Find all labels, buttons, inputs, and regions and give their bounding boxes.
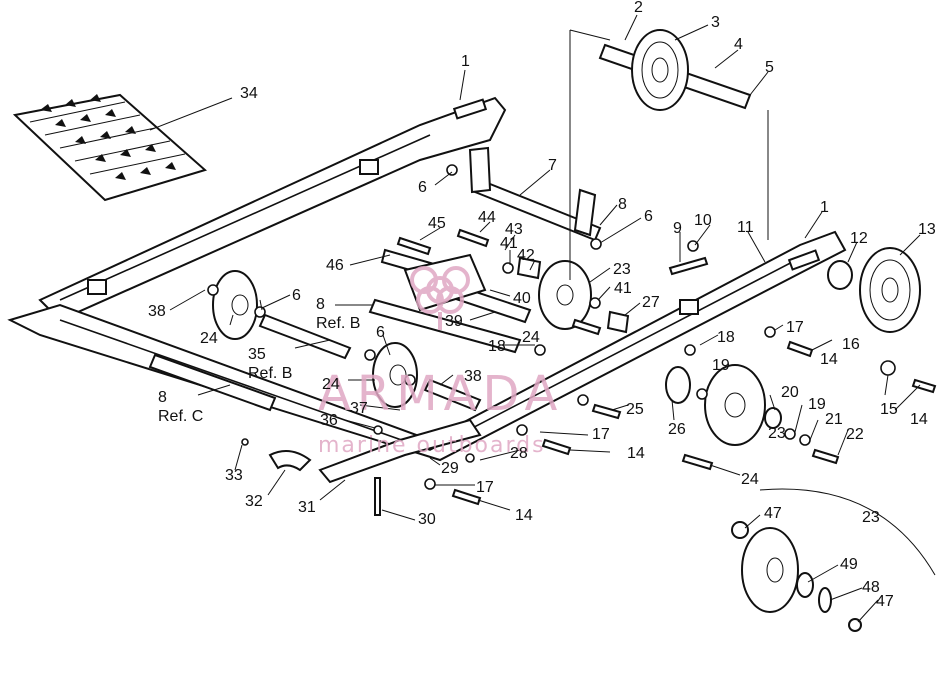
callout-label: 17 [786, 319, 804, 336]
callout-label: 11 [737, 219, 754, 236]
rear-rail-illustration [38, 96, 507, 322]
callout-label: 34 [240, 85, 258, 102]
callout-label: 42 [517, 247, 535, 264]
callout-label: Ref. B [248, 365, 292, 382]
fasteners-illustration [207, 164, 937, 516]
callout-label: 10 [694, 212, 712, 229]
callout-label: 23 [613, 261, 631, 278]
callout-label: 19 [712, 357, 730, 374]
callout-label: 24 [322, 376, 340, 393]
callout-label: 16 [842, 336, 860, 353]
callout-label: 19 [808, 396, 826, 413]
callout-label: 41 [614, 280, 632, 297]
callout-label: 6 [376, 324, 385, 341]
callout-label: 24 [522, 329, 540, 346]
callout-label: 44 [478, 209, 496, 226]
callout-label: 12 [850, 230, 868, 247]
callout-label: 6 [644, 208, 653, 225]
callout-label: 39 [445, 313, 463, 330]
callout-label: 8 [316, 296, 325, 313]
callout-label: 3 [711, 14, 720, 31]
callout-label: 45 [428, 215, 446, 232]
watermark: ARMADA marine outboards [318, 266, 563, 458]
callout-label: 17 [592, 426, 610, 443]
callout-label: 14 [820, 351, 838, 368]
callout-labels: 1 2 3 4 5 34 7 6 8 6 1 13 12 11 10 9 45 … [148, 0, 936, 610]
callout-label: 33 [225, 467, 243, 484]
callout-label: 1 [820, 199, 829, 216]
callout-label: 6 [418, 179, 427, 196]
callout-label: 32 [245, 493, 263, 510]
flower-logo-icon [410, 266, 470, 330]
callout-label: 38 [148, 303, 166, 320]
callout-label: Ref. B [316, 315, 360, 332]
watermark-brand: ARMADA [318, 366, 563, 422]
callout-label: 14 [627, 445, 645, 462]
callout-label: 23 [768, 425, 786, 442]
callout-label: 31 [298, 499, 316, 516]
callout-label: 24 [741, 471, 759, 488]
callout-label: 7 [548, 157, 557, 174]
callout-label: 9 [673, 220, 682, 237]
leader-lines [149, 14, 936, 623]
callout-label: 30 [418, 511, 436, 528]
callout-label: 23 [862, 509, 880, 526]
callout-label: 41 [500, 235, 518, 252]
callout-label: 47 [876, 593, 894, 610]
callout-label: 43 [505, 221, 523, 238]
callout-label: 27 [642, 294, 660, 311]
callout-label: 22 [846, 426, 864, 443]
callout-label: 8 [618, 196, 627, 213]
callout-label: 14 [515, 507, 533, 524]
callout-label: 38 [464, 368, 482, 385]
callout-label: 20 [781, 384, 799, 401]
callout-label: 6 [292, 287, 301, 304]
callout-label: 40 [513, 290, 531, 307]
callout-label: 5 [765, 59, 774, 76]
callout-label: Ref. C [158, 408, 203, 425]
callout-label: 14 [910, 411, 928, 428]
callout-label: 18 [717, 329, 735, 346]
callout-label: 15 [880, 401, 898, 418]
callout-label: 8 [158, 389, 167, 406]
callout-label: 24 [200, 330, 218, 347]
callout-label: 13 [918, 221, 936, 238]
callout-label: 47 [764, 505, 782, 522]
watermark-tagline: marine outboards [318, 433, 546, 458]
callout-label: 48 [862, 579, 880, 596]
callout-label: 36 [320, 412, 338, 429]
callout-label: 21 [825, 411, 843, 428]
callout-label: 2 [634, 0, 643, 16]
callout-label: 46 [326, 257, 344, 274]
callout-label: 49 [840, 556, 858, 573]
callout-label: 26 [668, 421, 686, 438]
idler-wheels-illustration [212, 29, 921, 632]
track-section-illustration [12, 93, 208, 202]
front-skid-illustration [268, 418, 482, 484]
callout-label: 29 [441, 460, 459, 477]
callout-label: 25 [626, 401, 644, 418]
callout-label: 37 [350, 400, 368, 417]
callout-label: 1 [461, 53, 470, 70]
callout-label: 35 [248, 346, 266, 363]
callout-label: 28 [510, 445, 528, 462]
callout-label: 17 [476, 479, 494, 496]
callout-label: 18 [488, 338, 506, 355]
callout-label: 4 [734, 36, 743, 53]
